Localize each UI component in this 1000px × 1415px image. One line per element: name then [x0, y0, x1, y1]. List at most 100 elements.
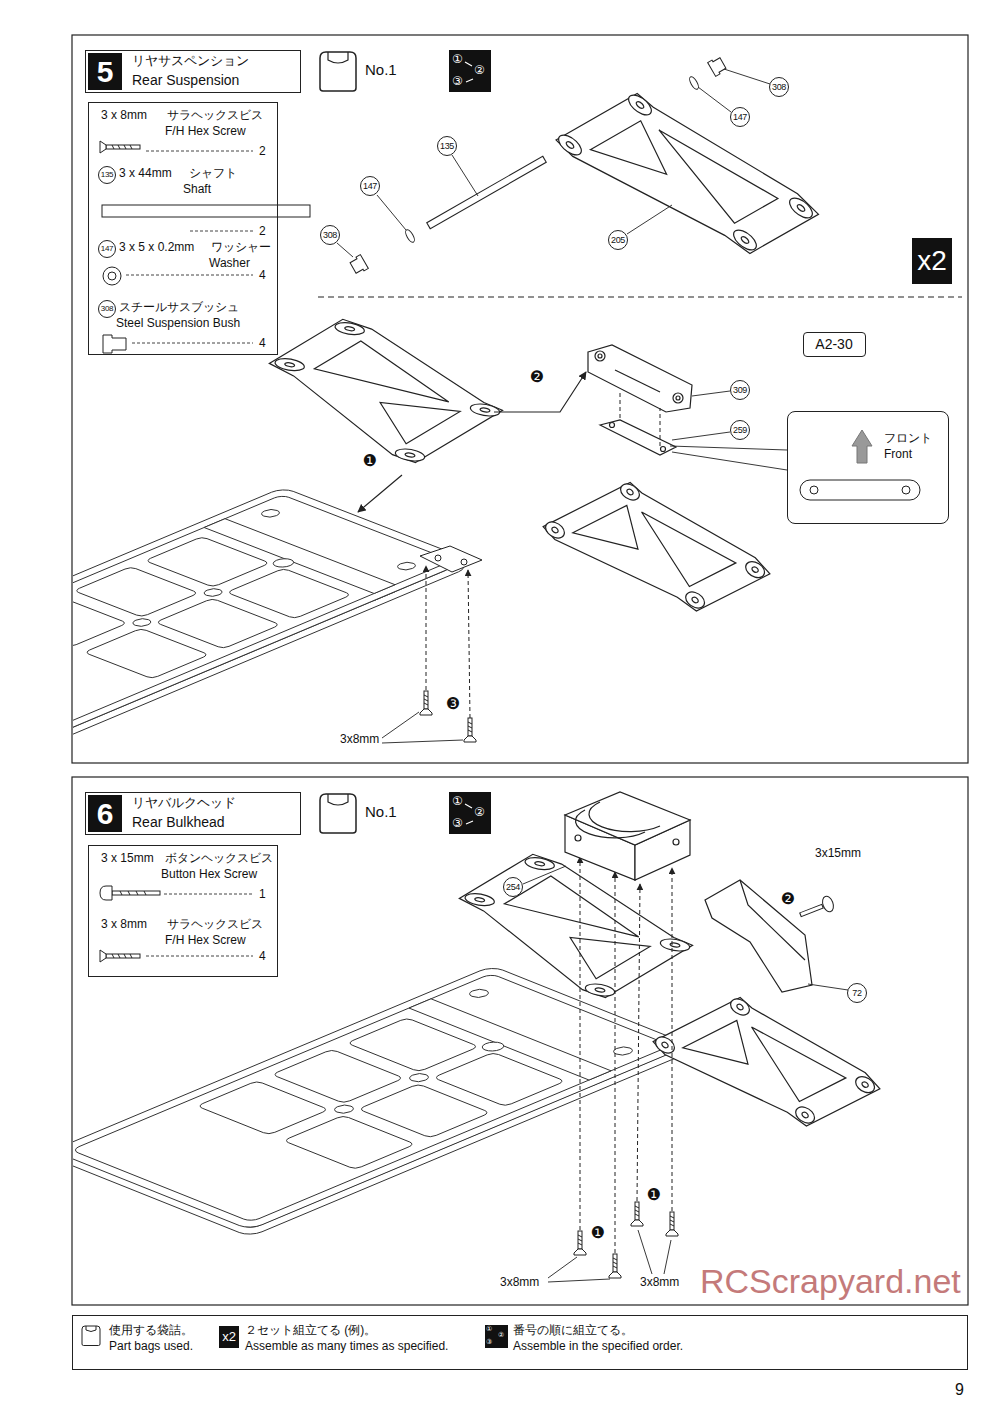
parts-icon [100, 886, 112, 900]
sequence-number: ③ [486, 1339, 492, 1346]
step-number: 5 [88, 53, 122, 90]
leader-line [627, 205, 672, 234]
chassis-plate [73, 487, 482, 743]
guide-line [580, 857, 581, 1230]
step-header: 5リヤサスペンションRear Suspension [85, 50, 301, 93]
callout-number: 147 [360, 176, 380, 196]
suspension-arm [652, 977, 880, 1153]
step-number: 6 [88, 795, 122, 832]
suspension-bush [349, 56, 727, 275]
label-text: No.1 [365, 61, 397, 78]
callout-number: 147 [98, 240, 116, 258]
label-text: 3x8mm [640, 1276, 679, 1290]
label-text: シャフト [189, 167, 237, 181]
screw [420, 691, 476, 742]
bag-icon [320, 52, 356, 91]
suspension-arm [216, 72, 818, 638]
label-text: Rear Bulkhead [132, 814, 225, 830]
chassis-plate [73, 966, 690, 1237]
sequence-icon [485, 1325, 508, 1348]
screw [609, 1254, 621, 1278]
watermark: RCScrapyard.net [700, 1262, 961, 1301]
front-arrow [800, 480, 920, 500]
screw [574, 1231, 586, 1255]
label-text: Part bags used. [109, 1340, 193, 1354]
label-text: 3 x 8mm [101, 918, 147, 932]
label-text: F/H Hex Screw [165, 125, 246, 139]
guide-line [620, 392, 621, 418]
leader-line [382, 740, 463, 743]
sequence-number: ② [474, 64, 485, 76]
sequence-icon [465, 804, 473, 824]
label-text: Washer [209, 257, 250, 271]
leader-line [337, 69, 787, 743]
leader-line [698, 87, 731, 112]
sequence-number: ② [474, 806, 485, 818]
parts-icon [112, 954, 132, 958]
suspension-arm [406, 854, 880, 1153]
label-text: フロント [884, 432, 932, 446]
callout-number: 72 [847, 983, 867, 1003]
leader-line [523, 866, 848, 1282]
label-text: サラヘックスビス [167, 109, 263, 123]
callout-number: 309 [730, 380, 750, 400]
label-text: Button Hex Screw [161, 868, 257, 882]
step-order-number: ❷ [527, 367, 547, 387]
suspension-holder [600, 420, 676, 455]
sequence-number: ③ [452, 75, 463, 87]
bulkhead [575, 835, 581, 841]
suspension-arm [542, 462, 770, 638]
parts-icon [112, 891, 160, 895]
legend-footer: 使用する袋詰。 Part bags used. x2 ２セット組立てる (例)。 Ass… [72, 1315, 968, 1370]
leader-line [692, 391, 730, 396]
suspension-arm [554, 72, 818, 282]
rear-part [705, 880, 812, 992]
leader-line [638, 1230, 652, 1274]
label-text: 9 [955, 1381, 964, 1399]
screw [631, 1202, 643, 1226]
parts-icon [103, 335, 126, 353]
chassis-plate [73, 966, 690, 1230]
leader-line [337, 243, 353, 257]
label-text: Assemble as many times as specified. [245, 1340, 448, 1354]
suspension-holder [676, 396, 680, 400]
label-text: 4 [259, 269, 266, 283]
label-text: 番号の順に組立てる。 [513, 1324, 633, 1338]
sequence-number: ② [498, 1332, 504, 1339]
screw [574, 895, 835, 1278]
label-text: x2 [219, 1326, 239, 1348]
screw [801, 906, 822, 914]
label-text: 使用する袋詰。 [109, 1324, 193, 1338]
sequence-icon [449, 792, 491, 834]
chassis-plate [435, 555, 441, 561]
label-text: ２セット組立てる (例)。 [245, 1324, 376, 1338]
leader-line [808, 984, 848, 990]
washer [404, 75, 700, 243]
screw [821, 895, 836, 913]
quantity-badge: x2 [912, 238, 952, 284]
step-order-number: ❶ [644, 1185, 664, 1205]
shaft [429, 160, 544, 226]
quantity-leader [132, 343, 253, 344]
leader-line [672, 432, 730, 440]
suspension-bush [708, 56, 727, 76]
parts-icon [103, 267, 121, 285]
parts-icon [120, 891, 146, 895]
guide-line [672, 868, 673, 1211]
label-text: スチールサスブッシュ [119, 301, 239, 315]
bag-icon [320, 52, 356, 91]
step-order-number: ❶ [360, 451, 380, 471]
bag-icon [82, 1326, 100, 1346]
label-text: x2 [912, 238, 952, 284]
label-text: F/H Hex Screw [165, 934, 246, 948]
parts-icon [108, 272, 116, 280]
leader-line [724, 69, 770, 84]
guide-line [637, 884, 640, 1201]
parts-list: 3 x 8mmサラヘックスビスF/H Hex Screw21353 x 44mm… [88, 102, 278, 355]
label-text: リヤバルクヘッド [132, 796, 236, 811]
callout-number: 254 [503, 877, 523, 897]
parts-icon [106, 145, 140, 149]
suspension-holder [673, 393, 683, 403]
sequence-icon [465, 62, 473, 82]
